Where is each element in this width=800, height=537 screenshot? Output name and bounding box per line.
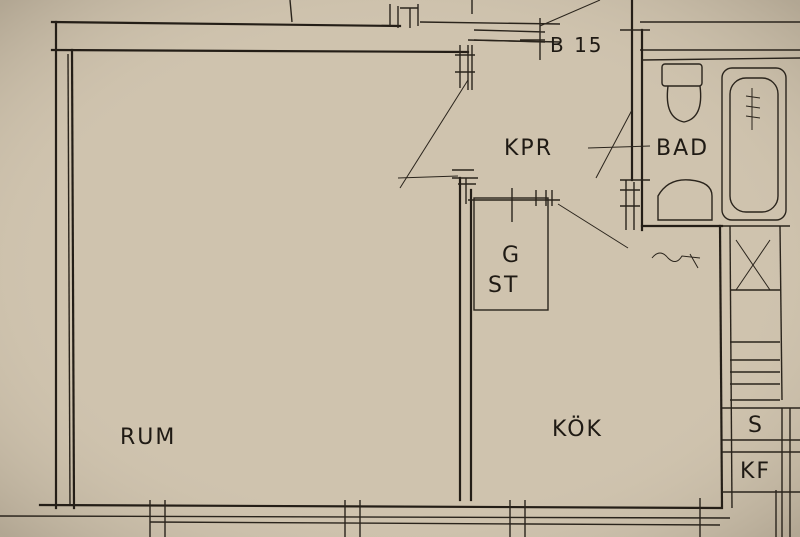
bathroom-label: BAD: [656, 136, 709, 161]
top-wall: [50, 0, 800, 54]
left-wall: [54, 20, 76, 510]
kf-mark-label: KF: [740, 459, 771, 484]
hallway-label: KPR: [504, 136, 553, 161]
kitchen-label: KÖK: [552, 416, 603, 442]
toilet-fixture: [661, 63, 703, 123]
bathtub-fixture: [721, 67, 787, 221]
bottom-wall: [0, 498, 731, 537]
partition-wall: [452, 45, 478, 502]
wardrobe-box: [468, 188, 560, 311]
room-label: RUM: [120, 425, 176, 450]
bathroom-walls: [620, 0, 800, 232]
stair-reference-label: B 15: [550, 33, 604, 57]
sink-fixture: [657, 179, 713, 221]
stair-lines: [473, 0, 601, 60]
wardrobe-label-top: G: [502, 243, 521, 268]
hallway-lines: [557, 109, 701, 269]
kitchen-counter: [718, 224, 800, 537]
wardrobe-label-bottom: ST: [488, 273, 519, 298]
room-door-swing: [397, 79, 469, 189]
s-mark-label: S: [748, 413, 764, 438]
